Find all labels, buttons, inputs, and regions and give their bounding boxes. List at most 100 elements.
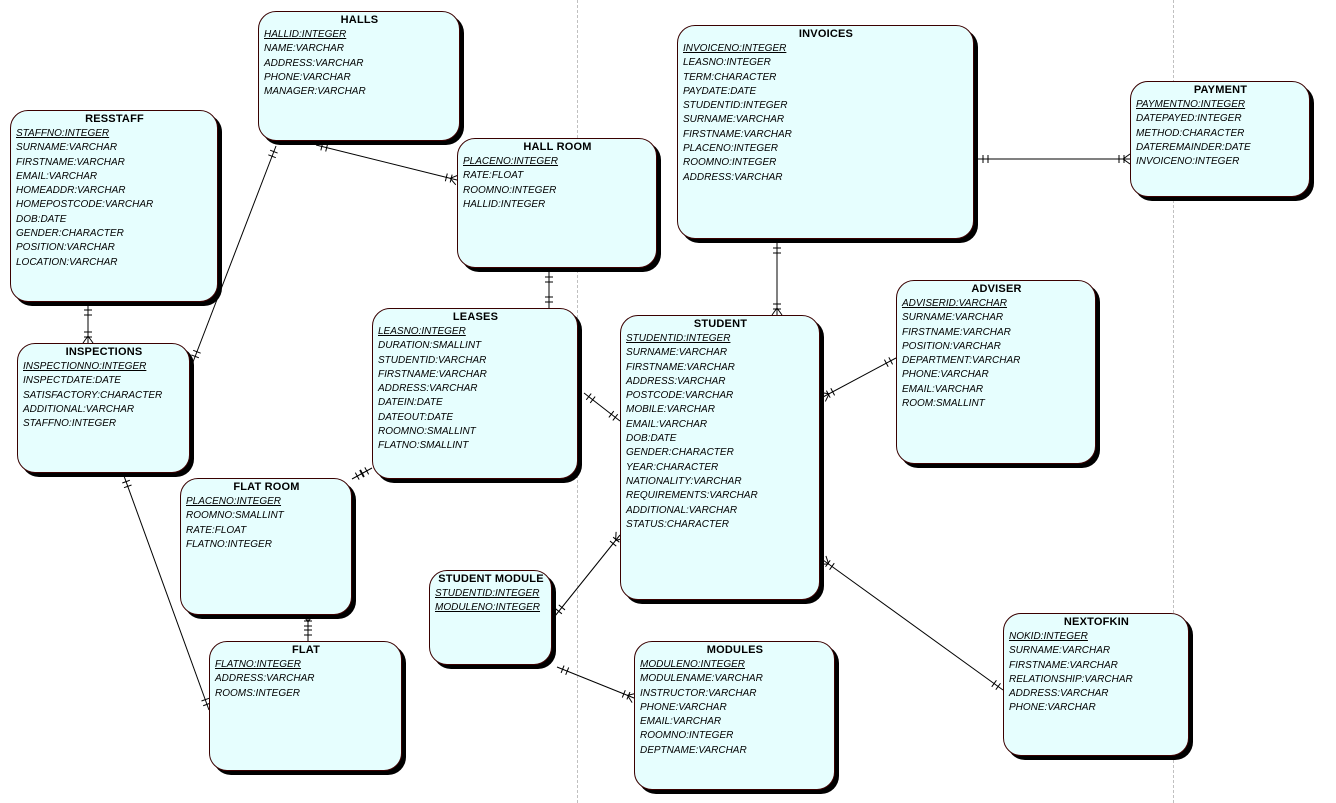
primary-key-attribute: FLATNO:INTEGER [215,659,301,670]
entity-attribute: FIRSTNAME:VARCHAR [626,361,735,373]
entity-attribute: ROOM:SMALLINT [902,398,985,410]
entity-attribute: FIRSTNAME:VARCHAR [683,128,792,140]
entity-attribute: MODULENAME:VARCHAR [640,673,763,685]
entity-attribute: PLACENO:INTEGER [683,143,779,155]
entity-title: ADVISER [971,283,1022,295]
cardinality-bar [123,484,132,489]
crows-foot [771,307,778,316]
entity-attribute: PHONE:VARCHAR [1009,702,1096,714]
cardinality-bar [995,682,1001,691]
entity-attribute: HOMEADDR:VARCHAR [16,185,126,197]
primary-key-attribute: LEASNO:INTEGER [378,326,466,337]
entity-attribute: DATEIN:DATE [378,397,443,409]
cardinality-bar [585,393,592,401]
crows-foot [307,614,314,623]
primary-key-attribute: PLACENO:INTEGER [463,156,559,167]
primary-key-attribute: STAFFNO:INTEGER [16,128,110,139]
crows-foot [825,555,830,565]
entity-title: NEXTOFKIN [1063,616,1130,628]
primary-key-attribute: PLACENO:INTEGER [186,496,282,507]
cardinality-bar [364,467,370,475]
entity-title: INVOICES [798,28,854,40]
entity-title: HALLS [340,14,379,26]
entity-attribute: ROOMNO:INTEGER [640,730,734,742]
primary-key-attribute: PAYMENTNO:INTEGER [1136,99,1246,110]
cardinality-bar [558,604,566,611]
entity-attribute: PHONE:VARCHAR [264,71,351,83]
relationship-line-halls-inspections [192,145,277,363]
primary-key-attribute: HALLID:INTEGER [264,29,347,40]
cardinality-bar [888,357,894,365]
entity-title: STUDENT MODULE [438,573,544,585]
cardinality-bar [608,410,615,418]
entity-studentmodule[interactable]: STUDENT MODULE STUDENTID:INTEGER MODULENO:… [429,570,552,665]
cardinality-bar [589,396,596,404]
primary-key-attribute: STUDENTID:INTEGER [435,588,540,599]
cardinality-bar [354,472,360,480]
entity-attribute: HOMEPOSTCODE:VARCHAR [16,199,154,211]
page-break-line [1173,0,1174,803]
entity-title: STUDENT [693,318,748,330]
entity-attribute: YEAR:CHARACTER [626,461,719,473]
entity-attribute: SATISFACTORY:CHARACTER [23,389,163,401]
crows-foot [82,335,89,344]
cardinality-bar [359,469,365,478]
cardinality-bar [883,359,889,367]
cardinality-bar [830,388,836,396]
entity-attribute: ADDITIONAL:VARCHAR [23,403,135,415]
entity-attribute: FLATNO:SMALLINT [378,440,469,452]
relationship-line-leases-student [583,392,621,422]
entity-attribute: DATEOUT:DATE [378,411,453,423]
entity-attribute: ADDRESS:VARCHAR [683,171,783,183]
entity-attribute: FIRSTNAME:VARCHAR [16,156,125,168]
entity-attribute: SURNAME:VARCHAR [683,114,785,126]
cardinality-bar [193,349,201,354]
cardinality-bar [555,608,563,615]
crows-foot [824,393,830,402]
entity-title: FLAT [291,644,321,656]
entity-attribute: ROOMNO:INTEGER [683,157,777,169]
cardinality-bar [612,413,619,421]
entity-attribute: EMAIL:VARCHAR [16,170,98,182]
entity-attribute: GENDER:CHARACTER [16,228,124,240]
primary-key-attribute: MODULENO:INTEGER [435,602,541,614]
crows-foot [776,307,783,316]
entity-attribute: PHONE:VARCHAR [902,369,989,381]
cardinality-bar [825,559,831,568]
cardinality-bar [565,667,570,676]
entity-title: RESSTAFF [85,113,144,125]
cardinality-bar [626,691,631,700]
primary-key-attribute: INVOICENO:INTEGER [683,43,787,54]
entity-attribute: MANAGER:VARCHAR [264,86,366,98]
entity-attribute: SURNAME:VARCHAR [1009,645,1111,657]
crows-foot [450,174,459,179]
primary-key-attribute: STUDENTID:INTEGER [626,333,731,344]
entity-attribute: PAYDATE:DATE [683,85,757,97]
cardinality-bar [444,173,448,182]
entity-attribute: NATIONALITY:VARCHAR [626,475,742,487]
entity-attribute: EMAIL:VARCHAR [902,383,984,395]
cardinality-bar [609,540,617,547]
entity-attribute: FIRSTNAME:VARCHAR [902,326,1011,338]
entity-attribute: ADDRESS:VARCHAR [378,383,478,395]
primary-key-attribute: MODULENO:INTEGER [640,659,746,670]
crows-foot [449,177,457,186]
entity-attribute: ROOMNO:SMALLINT [186,510,284,522]
primary-key-attribute: NOKID:INTEGER [1009,631,1088,642]
entity-attribute: ADDRESS:VARCHAR [626,375,726,387]
entity-attribute: ROOMNO:INTEGER [463,184,557,196]
cardinality-bar [991,680,997,688]
